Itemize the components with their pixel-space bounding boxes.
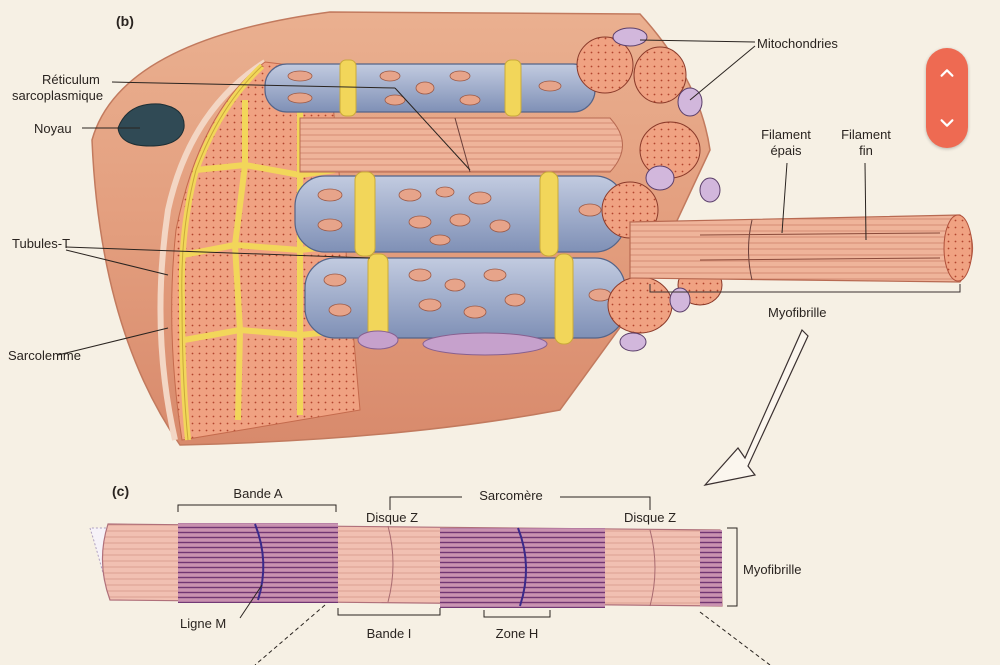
myofibril-bracket-b (649, 284, 961, 293)
chevron-up-icon (940, 69, 954, 77)
chevron-down-icon (940, 119, 954, 127)
nucleus-shape (117, 103, 185, 147)
a-band-edge (700, 530, 722, 606)
panel-c-tag: (c) (112, 483, 130, 499)
myofibril-striated-row (299, 117, 623, 173)
label-disque-z-left: Disque Z (366, 510, 419, 525)
label-reticulum-line2: sarcoplasmique (12, 88, 104, 103)
leader-lines-b (57, 39, 867, 356)
panel-b-tag: (b) (116, 13, 134, 29)
label-filament-fin-1: Filament (841, 127, 891, 142)
label-tubules-t: Tubules-T (12, 236, 71, 251)
label-sarcolemme: Sarcolemme (8, 348, 81, 363)
label-noyau: Noyau (34, 121, 72, 136)
muscle-fiber-3d (91, 11, 973, 486)
m-line-left (254, 523, 265, 601)
label-bande-i: Bande I (366, 626, 412, 641)
extended-myofibril (629, 214, 973, 283)
scroll-down-button[interactable] (926, 98, 968, 148)
sarcomere-panel (89, 523, 723, 608)
label-zone-h: Zone H (495, 626, 539, 641)
label-filament-epais-2: épais (770, 143, 802, 158)
z-disc-left (387, 525, 394, 603)
label-sarcomere: Sarcomère (479, 488, 543, 503)
label-reticulum-line1: Réticulum (42, 72, 100, 87)
label-disque-z-right: Disque Z (624, 510, 677, 525)
sarcolemma-edge (157, 59, 267, 441)
a-band-left (178, 523, 338, 603)
zoom-arrow (703, 328, 809, 486)
m-line-right (517, 527, 527, 607)
label-ligne-m: Ligne M (180, 616, 227, 631)
label-bande-a: Bande A (233, 486, 283, 501)
brackets-c (177, 496, 771, 665)
label-myofibrille-b: Myofibrille (768, 305, 827, 320)
label-filament-fin-2: fin (859, 143, 873, 158)
label-filament-epais-1: Filament (761, 127, 811, 142)
scroll-navigation (926, 48, 968, 148)
sarcoplasmic-reticulum-row-top (264, 59, 596, 117)
sarcoplasmic-reticulum-row-bottom (304, 253, 626, 356)
sarcoplasmic-reticulum-row-middle (294, 171, 626, 257)
label-myofibrille-c: Myofibrille (743, 562, 802, 577)
scroll-up-button[interactable] (926, 48, 968, 98)
label-mitochondries: Mitochondries (757, 36, 838, 51)
z-disc-right (649, 529, 656, 607)
